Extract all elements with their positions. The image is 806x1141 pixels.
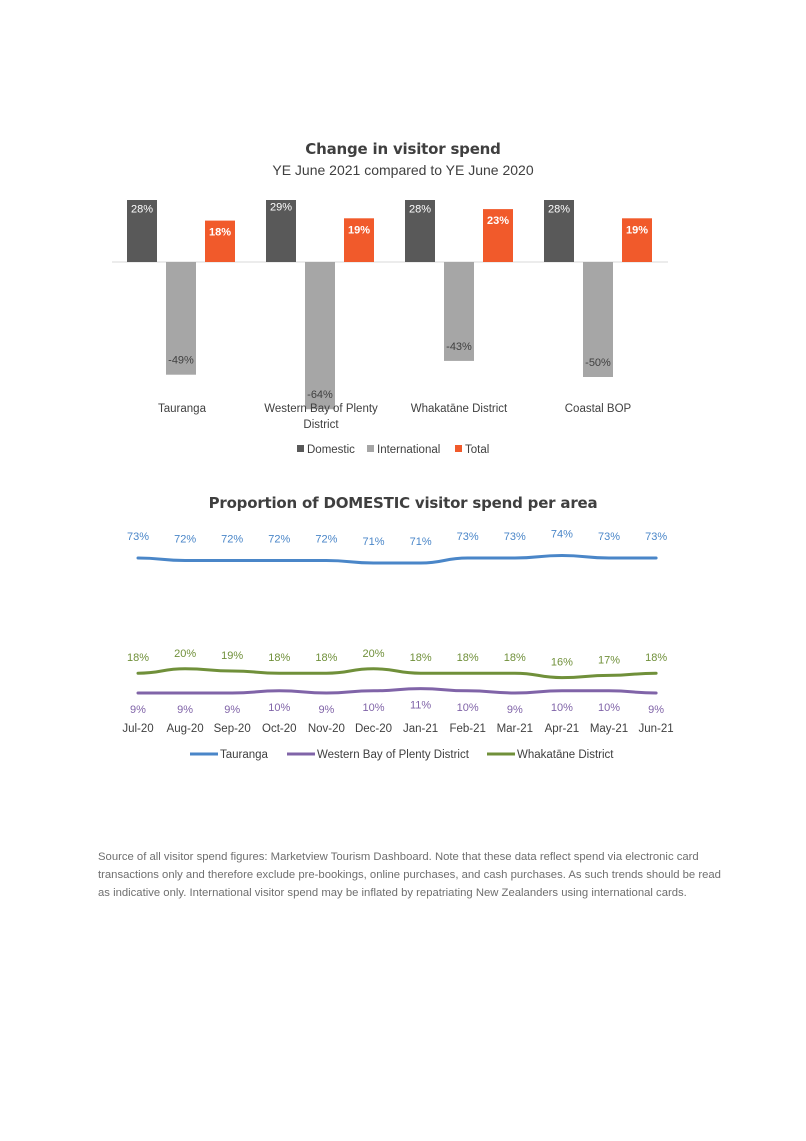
line-label-3-4: 18% bbox=[268, 652, 290, 664]
bar-label-international-4: -50% bbox=[585, 357, 611, 369]
line-label-2-6: 10% bbox=[362, 702, 384, 714]
legend-label-total: Total bbox=[465, 444, 489, 456]
x-tick-label-5: Nov-20 bbox=[308, 723, 345, 735]
line-label-3-10: 16% bbox=[551, 657, 573, 669]
bar-international-2 bbox=[305, 262, 335, 410]
bar-label-total-3: 23% bbox=[487, 215, 509, 227]
line-label-3-12: 18% bbox=[645, 652, 667, 664]
bar-category-label-1: Tauranga bbox=[158, 403, 207, 415]
bar-label-total-4: 19% bbox=[626, 224, 648, 236]
line-label-2-8: 10% bbox=[457, 702, 479, 714]
x-tick-label-1: Jul-20 bbox=[122, 723, 153, 735]
bar-category-label-3: Whakatāne District bbox=[411, 403, 508, 415]
x-tick-label-4: Oct-20 bbox=[262, 723, 297, 735]
x-tick-label-11: May-21 bbox=[590, 723, 628, 735]
line-label-1-8: 73% bbox=[457, 531, 479, 543]
x-tick-label-7: Jan-21 bbox=[403, 723, 438, 735]
legend-swatch-domestic bbox=[297, 445, 304, 452]
bar-total-1 bbox=[205, 220, 235, 262]
line-label-1-9: 73% bbox=[504, 531, 526, 543]
line-label-1-6: 71% bbox=[362, 536, 384, 548]
line-tauranga bbox=[136, 553, 658, 565]
bar-total-4 bbox=[622, 218, 652, 262]
line-label-3-7: 18% bbox=[410, 652, 432, 664]
bar-chart-subtitle: YE June 2021 compared to YE June 2020 bbox=[272, 162, 534, 178]
bar-label-domestic-2: 29% bbox=[270, 201, 292, 213]
legend-swatch-total bbox=[455, 445, 462, 452]
line-label-2-4: 10% bbox=[268, 702, 290, 714]
x-tick-label-3: Sep-20 bbox=[214, 723, 251, 735]
legend-label-domestic: Domestic bbox=[307, 444, 355, 456]
bar-international-4 bbox=[583, 262, 613, 377]
line-label-1-4: 72% bbox=[268, 534, 290, 546]
bar-label-total-1: 18% bbox=[209, 227, 231, 239]
x-tick-label-2: Aug-20 bbox=[167, 723, 204, 735]
legend-label-2: Western Bay of Plenty District bbox=[317, 749, 470, 761]
line-label-1-11: 73% bbox=[598, 531, 620, 543]
source-footnote: Source of all visitor spend figures: Mar… bbox=[98, 851, 721, 899]
line-label-2-1: 9% bbox=[130, 704, 146, 716]
line-label-2-10: 10% bbox=[551, 702, 573, 714]
line-label-1-10: 74% bbox=[551, 529, 573, 541]
bar-domestic-3 bbox=[405, 200, 435, 262]
line-label-1-7: 71% bbox=[410, 536, 432, 548]
bar-label-international-1: -49% bbox=[168, 355, 194, 367]
line-label-1-1: 73% bbox=[127, 531, 149, 543]
visitor-spend-bar-chart: 28% -49% 18% Tauranga 29% -64% 19% Western Bay … bbox=[112, 200, 668, 456]
bar-international-1 bbox=[166, 262, 196, 375]
domestic-proportion-line-chart: 73% 72% 72% 72% 72% 71% 71% 73% 73% 74% 73% 73% 9% 9%… bbox=[122, 529, 674, 762]
bar-label-domestic-3: 28% bbox=[409, 204, 431, 216]
x-tick-label-12: Jun-21 bbox=[639, 723, 674, 735]
bar-label-international-2: -64% bbox=[307, 389, 333, 401]
line-label-2-9: 9% bbox=[507, 704, 523, 716]
line-label-3-1: 18% bbox=[127, 652, 149, 664]
legend-label-3: Whakatāne District bbox=[517, 749, 614, 761]
line-western-bay-of-plenty-district bbox=[136, 687, 658, 695]
x-tick-label-9: Mar-21 bbox=[497, 723, 533, 735]
line-label-3-8: 18% bbox=[457, 652, 479, 664]
line-label-3-2: 20% bbox=[174, 648, 196, 660]
bar-total-3 bbox=[483, 209, 513, 262]
line-label-2-11: 10% bbox=[598, 702, 620, 714]
bar-international-3 bbox=[444, 262, 474, 361]
line-whakat-ne-district bbox=[136, 667, 658, 680]
line-label-1-12: 73% bbox=[645, 531, 667, 543]
bar-label-total-2: 19% bbox=[348, 224, 370, 236]
legend-label-1: Tauranga bbox=[220, 749, 269, 761]
bar-domestic-1 bbox=[127, 200, 157, 262]
line-label-1-2: 72% bbox=[174, 534, 196, 546]
line-label-1-3: 72% bbox=[221, 534, 243, 546]
line-chart-title: Proportion of DOMESTIC visitor spend per… bbox=[208, 494, 598, 512]
line-label-2-5: 9% bbox=[318, 704, 334, 716]
x-tick-label-6: Dec-20 bbox=[355, 723, 392, 735]
bar-label-domestic-4: 28% bbox=[548, 204, 570, 216]
line-label-2-3: 9% bbox=[224, 704, 240, 716]
bar-category-label-2-line-2: District bbox=[303, 419, 339, 431]
line-label-2-2: 9% bbox=[177, 704, 193, 716]
x-tick-label-10: Apr-21 bbox=[545, 723, 580, 735]
bar-label-international-3: -43% bbox=[446, 341, 472, 353]
line-label-2-12: 9% bbox=[648, 704, 664, 716]
line-label-3-9: 18% bbox=[504, 652, 526, 664]
bar-total-2 bbox=[344, 218, 374, 262]
line-label-3-11: 17% bbox=[598, 654, 620, 666]
bar-label-domestic-1: 28% bbox=[131, 204, 153, 216]
x-tick-label-8: Feb-21 bbox=[449, 723, 485, 735]
bar-category-label-4: Coastal BOP bbox=[565, 403, 632, 415]
legend-swatch-international bbox=[367, 445, 374, 452]
bar-category-label-2: Western Bay of Plenty bbox=[264, 403, 378, 415]
line-label-3-5: 18% bbox=[315, 652, 337, 664]
line-label-1-5: 72% bbox=[315, 534, 337, 546]
line-label-3-6: 20% bbox=[362, 648, 384, 660]
line-label-3-3: 19% bbox=[221, 650, 243, 662]
legend-label-international: International bbox=[377, 444, 440, 456]
bar-domestic-4 bbox=[544, 200, 574, 262]
bar-domestic-2 bbox=[266, 200, 296, 262]
line-label-2-7: 11% bbox=[410, 700, 431, 712]
bar-chart-title: Change in visitor spend bbox=[305, 140, 501, 158]
